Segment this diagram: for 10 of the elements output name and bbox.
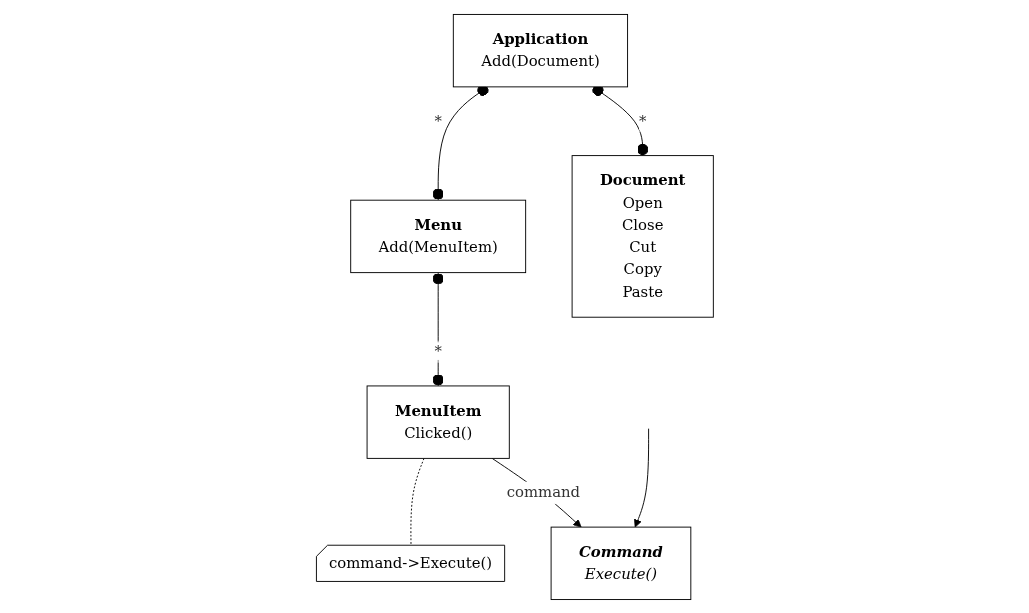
node-box: MenuItem Clicked() bbox=[366, 384, 510, 459]
node-box: Application Add(Document) bbox=[452, 13, 628, 87]
edge-label: * bbox=[434, 341, 442, 360]
node-box: Command Execute() bbox=[550, 526, 691, 600]
edge-label: * bbox=[434, 111, 442, 130]
edge-label: command bbox=[506, 482, 580, 501]
node-box: Document Open Close Cut Copy Paste bbox=[571, 154, 714, 318]
connector bbox=[410, 457, 425, 546]
node-box: Menu Add(MenuItem) bbox=[349, 199, 526, 273]
edge-label: * bbox=[638, 111, 647, 130]
